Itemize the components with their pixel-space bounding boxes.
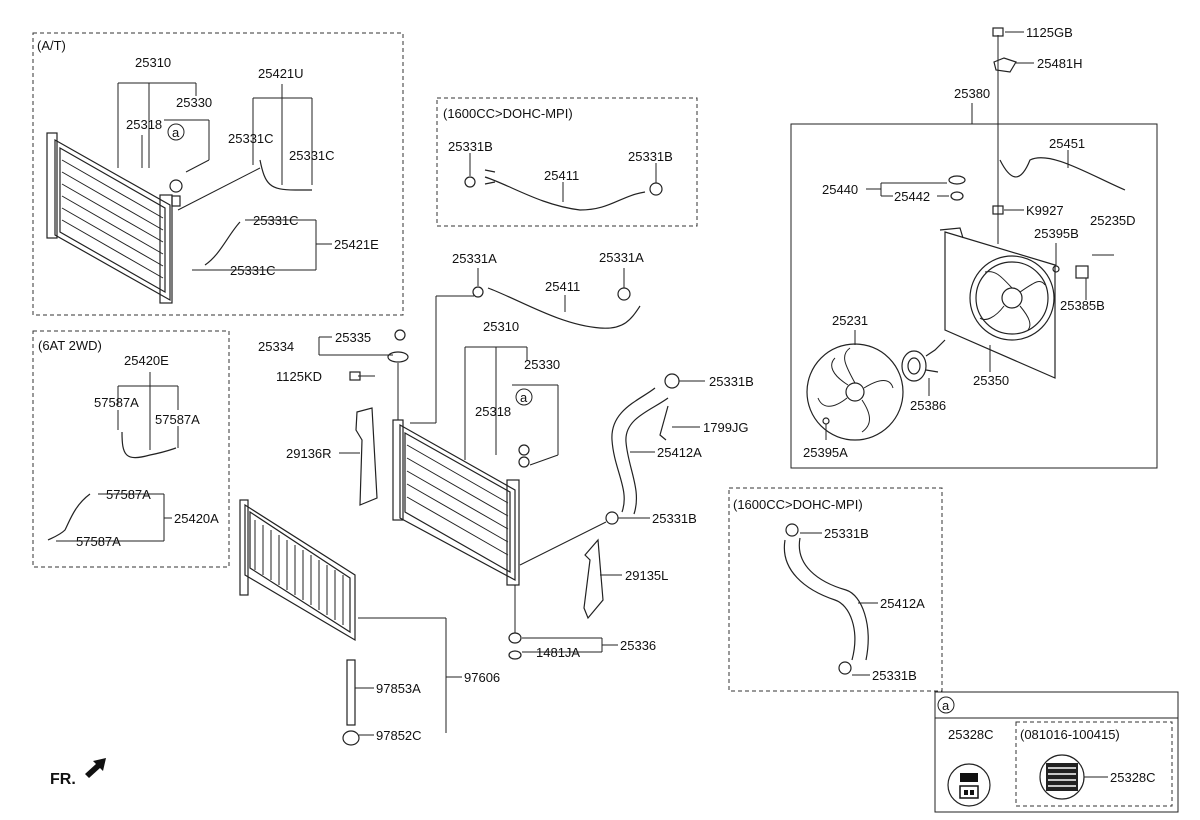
part-25318-center: 25318 <box>475 404 511 419</box>
sixat-section-title: (6AT 2WD) <box>38 338 102 353</box>
dohc-top-part-25331B-1: 25331B <box>448 139 493 154</box>
fan-part-25481H: 25481H <box>1037 56 1083 71</box>
dohc-bottom-section-box <box>728 487 943 692</box>
fan-shroud-drawing <box>939 227 1056 379</box>
date-range-box <box>1015 721 1173 807</box>
fan-part-25231: 25231 <box>832 313 868 328</box>
sixat-part-57587A-3: 57587A <box>106 487 151 502</box>
fan-part-25395B: 25395B <box>1034 226 1079 241</box>
callout-a-circle <box>937 696 955 714</box>
front-direction-label: FR. <box>50 771 76 788</box>
lower-hose <box>611 387 656 513</box>
cap-25328C-drawing-1 <box>947 763 991 807</box>
front-arrow-icon <box>85 758 106 778</box>
fan-motor-drawing <box>901 339 946 382</box>
dohc-top-part-25331B-2: 25331B <box>628 149 673 164</box>
at-part-25421U: 25421U <box>258 66 304 81</box>
part-25331A-2: 25331A <box>599 250 644 265</box>
part-97853A: 97853A <box>376 681 421 696</box>
at-section-title: (A/T) <box>37 38 66 53</box>
fan-part-25442: 25442 <box>894 189 930 204</box>
callout-part-25328C-2: 25328C <box>1110 770 1156 785</box>
part-1799JG: 1799JG <box>703 420 749 435</box>
fan-blade-drawing <box>806 343 904 441</box>
dohc-bottom-part-25331B-2: 25331B <box>872 668 917 683</box>
fan-part-25386: 25386 <box>910 398 946 413</box>
dohc-bottom-part-25412A: 25412A <box>880 596 925 611</box>
fan-assembly-box <box>790 123 1158 469</box>
part-29136R: 29136R <box>286 446 332 461</box>
cap-25328C-drawing-2 <box>1039 754 1085 800</box>
at-part-25318: 25318 <box>126 117 162 132</box>
sixat-part-25420A: 25420A <box>174 511 219 526</box>
part-25336: 25336 <box>620 638 656 653</box>
at-part-25331C-4: 25331C <box>230 263 276 278</box>
dohc-bottom-section-title: (1600CC>DOHC-MPI) <box>733 497 863 512</box>
sixat-part-57587A-2: 57587A <box>155 412 200 427</box>
part-25331B-center-1: 25331B <box>709 374 754 389</box>
dohc-top-section-box <box>436 97 698 227</box>
at-part-25331C-1: 25331C <box>228 131 274 146</box>
date-range-label: (081016-100415) <box>1020 727 1120 742</box>
fan-part-1125GB: 1125GB <box>1026 25 1073 40</box>
part-25310-center: 25310 <box>483 319 519 334</box>
fan-part-25235D: 25235D <box>1090 213 1136 228</box>
part-25331A-1: 25331A <box>452 251 497 266</box>
callout-a-box <box>934 691 1179 813</box>
fan-part-25385B: 25385B <box>1060 298 1105 313</box>
part-29135L: 29135L <box>625 568 668 583</box>
upper-hose <box>487 287 641 329</box>
bracket-97853A <box>346 659 356 726</box>
dohc-bottom-hose <box>783 539 856 661</box>
part-25412A-center: 25412A <box>657 445 702 460</box>
sixat-part-57587A-1: 57587A <box>94 395 139 410</box>
at-part-25310: 25310 <box>135 55 171 70</box>
bracket-29136R <box>355 407 378 506</box>
fan-part-25440: 25440 <box>822 182 858 197</box>
dohc-bottom-part-25331B-1: 25331B <box>824 526 869 541</box>
part-1125KD: 1125KD <box>276 369 322 384</box>
at-part-25331C-2: 25331C <box>289 148 335 163</box>
fan-part-25380: 25380 <box>954 86 990 101</box>
at-part-25331C-3: 25331C <box>253 213 299 228</box>
sixat-part-25420E: 25420E <box>124 353 169 368</box>
bracket-29135L <box>583 538 604 620</box>
dohc-top-part-25411: 25411 <box>544 168 579 183</box>
part-1481JA: 1481JA <box>536 645 580 660</box>
sixat-section-box <box>32 330 230 568</box>
part-a-center: a <box>520 390 528 405</box>
fan-wire-25451 <box>999 157 1126 191</box>
part-25411-center: 25411 <box>545 279 580 294</box>
fan-part-25451: 25451 <box>1049 136 1085 151</box>
fan-part-25350: 25350 <box>973 373 1009 388</box>
part-97606: 97606 <box>464 670 500 685</box>
part-97852C: 97852C <box>376 728 422 743</box>
at-callout-a: a <box>172 125 180 140</box>
at-radiator-drawing <box>46 132 183 304</box>
part-25331B-center-2: 25331B <box>652 511 697 526</box>
part-25335: 25335 <box>335 330 371 345</box>
part-25330-center: 25330 <box>524 357 560 372</box>
callout-part-25328C-1: 25328C <box>948 727 994 742</box>
at-part-25330: 25330 <box>176 95 212 110</box>
dohc-top-section-title: (1600CC>DOHC-MPI) <box>443 106 573 121</box>
fan-part-K9927: K9927 <box>1026 203 1064 218</box>
dohc-top-hose <box>484 176 646 211</box>
sixat-hose-upper <box>121 431 177 459</box>
part-25334: 25334 <box>258 339 294 354</box>
center-radiator-drawing <box>392 419 520 586</box>
fan-part-25395A: 25395A <box>803 445 848 460</box>
at-section-box <box>32 32 404 316</box>
sixat-part-57587A-4: 57587A <box>76 534 121 549</box>
at-part-25421E: 25421E <box>334 237 379 252</box>
condenser-drawing <box>239 499 356 642</box>
sixat-hose-lower <box>47 493 91 541</box>
callout-a-letter: a <box>942 698 950 713</box>
